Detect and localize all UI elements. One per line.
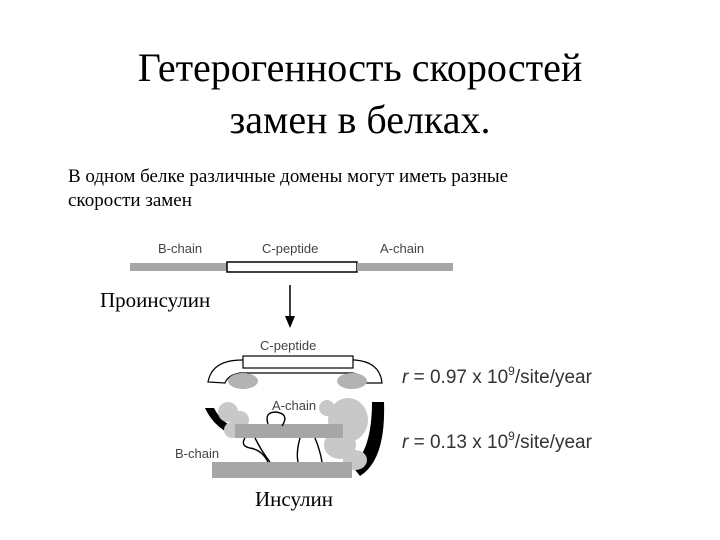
c-peptide-left-end	[228, 373, 258, 389]
rate-1-r: r	[402, 367, 409, 388]
rate-c-peptide: r = 0.97 x 109/site/year	[402, 364, 593, 388]
insulin-structure: C-peptide A-chain	[175, 338, 385, 478]
proinsulin-c-peptide-bar	[226, 261, 358, 273]
insulin-b-chain-label: B-chain	[175, 446, 219, 461]
proinsulin-b-chain-bar	[130, 263, 228, 271]
rate-1-exponent: 9	[508, 364, 515, 378]
rate-insulin: r = 0.13 x 109/site/year	[402, 429, 593, 453]
proinsulin-a-chain-bar	[357, 263, 453, 271]
proinsulin-c-peptide-label: C-peptide	[262, 241, 318, 256]
c-peptide-right-end	[337, 373, 367, 389]
insulin-a-chain-label: A-chain	[272, 398, 316, 413]
insulin-c-peptide-label: C-peptide	[260, 338, 316, 353]
b-chain-bar	[212, 462, 352, 478]
a-chain-bar	[235, 424, 343, 438]
title-line-1: Гетерогенность скоростей	[137, 45, 583, 90]
proinsulin-chain: B-chain C-peptide A-chain	[130, 241, 453, 273]
connector-lines	[242, 411, 323, 463]
rate-2-r: r	[402, 432, 409, 453]
rate-2-exponent: 9	[508, 429, 515, 443]
slide-title: Гетерогенность скоростей замен в белках.	[0, 42, 720, 146]
proinsulin-caption: Проинсулин	[100, 288, 211, 312]
down-arrow-icon	[285, 285, 295, 328]
subtitle-line-2: скорости замен	[68, 190, 192, 211]
insulin-caption: Инсулин	[255, 487, 333, 511]
c-peptide-bar	[242, 355, 354, 369]
proinsulin-a-chain-label: A-chain	[380, 241, 424, 256]
rate-1-value: = 0.97 x 10	[408, 367, 508, 388]
proinsulin-b-chain-label: B-chain	[158, 241, 202, 256]
rate-1-unit: /site/year	[515, 367, 593, 388]
rate-2-value: = 0.13 x 10	[408, 432, 508, 453]
subtitle-line-1: В одном белке различные домены могут име…	[68, 166, 509, 187]
title-line-2: замен в белках.	[229, 97, 491, 142]
slide-subtitle: В одном белке различные домены могут име…	[68, 165, 668, 213]
rate-2-unit: /site/year	[515, 432, 593, 453]
